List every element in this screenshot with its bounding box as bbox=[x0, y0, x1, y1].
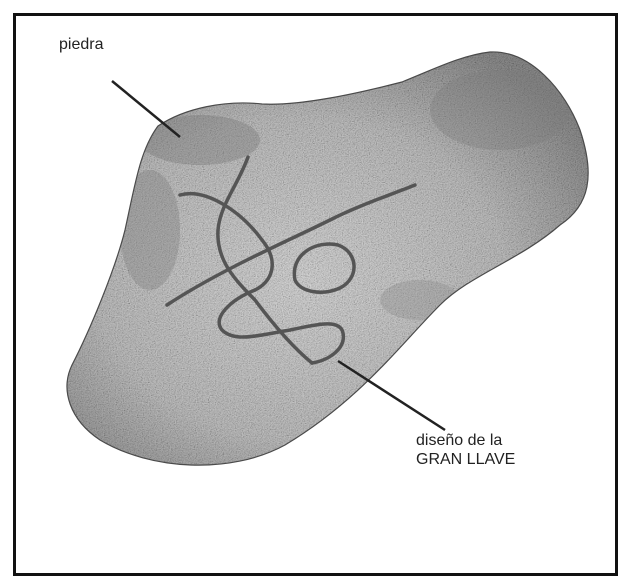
stone-shape bbox=[67, 52, 588, 465]
key-design-label-line2: GRAN LLAVE bbox=[416, 450, 515, 469]
stone-label: piedra bbox=[59, 35, 103, 54]
key-leader-line bbox=[338, 361, 445, 430]
key-design-label: diseño de la GRAN LLAVE bbox=[416, 431, 515, 469]
stone-leader-line bbox=[112, 81, 180, 137]
key-design-label-line1: diseño de la bbox=[416, 431, 515, 450]
